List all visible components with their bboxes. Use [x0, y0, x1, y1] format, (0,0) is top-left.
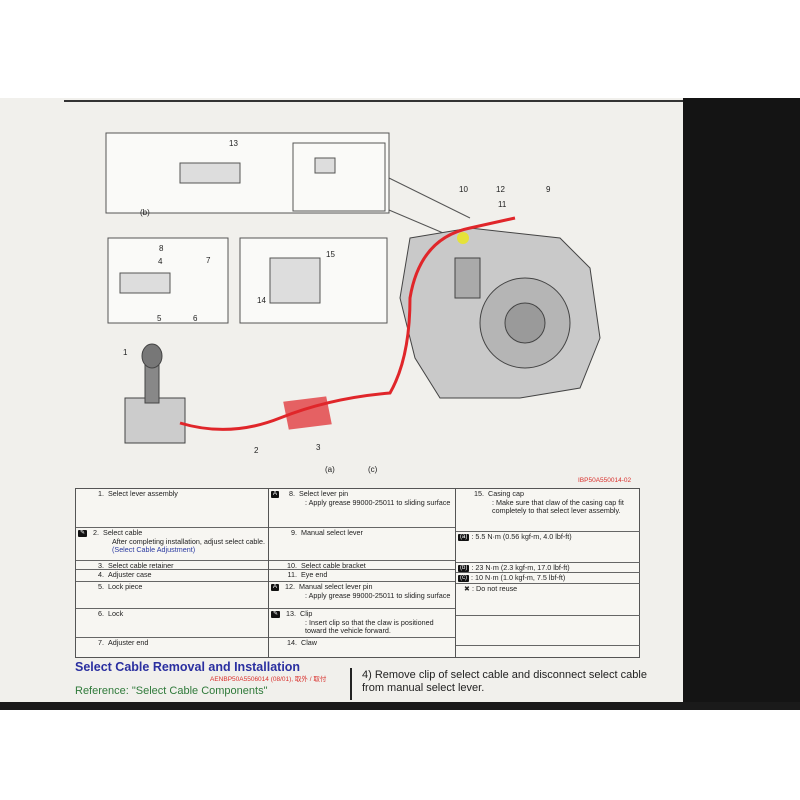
callout: 9: [546, 185, 551, 194]
table-row: [456, 616, 640, 646]
reference-link[interactable]: Reference: "Select Cable Components": [75, 685, 268, 697]
table-row: 11.Eye end: [269, 570, 455, 582]
callout: 8: [159, 244, 164, 253]
callout: 2: [254, 446, 259, 455]
procedure-step: 4) Remove clip of select cable and disco…: [362, 669, 647, 694]
section-title: Select Cable Removal and Installation: [75, 660, 301, 674]
transmission-illustration: [399, 227, 601, 399]
table-row: (c) : 10 N·m (1.0 kgf-m, 7.5 lbf-ft): [456, 573, 640, 584]
monitor-bezel-bottom: [0, 702, 800, 710]
table-row: (a) : 5.5 N·m (0.56 kgf-m, 4.0 lbf-ft): [456, 532, 640, 563]
inset-pin-detail: [292, 142, 386, 212]
column-divider: [350, 668, 352, 700]
other-insets: [119, 157, 336, 304]
bracket-highlight: [457, 232, 469, 244]
section-code: AENBP50A5506014 (08/01), 取外 / 取付: [210, 676, 327, 683]
torque-icon: (a): [458, 533, 470, 541]
callout: 13: [229, 139, 238, 148]
photo-background-bottom: [0, 710, 800, 800]
callout: 3: [316, 443, 321, 452]
monitor-bezel: [683, 98, 800, 702]
table-row: 5.Lock piece: [76, 582, 268, 609]
table-row: 4.Adjuster case: [76, 570, 268, 582]
page-rule: [64, 100, 683, 102]
table-row: 9.Manual select lever: [269, 528, 455, 561]
callout: 14: [257, 296, 266, 305]
table-row: (b) : 23 N·m (2.3 kgf-m, 17.0 lbf-ft): [456, 563, 640, 573]
table-row: ✎13.Clip: Insert clip so that the claw i…: [269, 609, 455, 638]
photo-background: [0, 0, 800, 98]
table-column-3: 15.Casing cap: Make sure that claw of th…: [456, 489, 640, 657]
callout: 7: [206, 256, 211, 265]
edit-icon: ✎: [271, 610, 281, 618]
callout: 1: [123, 348, 128, 357]
torque-icon: (b): [458, 564, 470, 572]
table-row: 15.Casing cap: Make sure that claw of th…: [456, 489, 640, 532]
table-row: 1.Select lever assembly: [76, 489, 268, 528]
callout: 15: [326, 250, 335, 259]
table-row: 3.Select cable retainer: [76, 561, 268, 570]
callout: (a): [325, 465, 335, 474]
callout: (c): [368, 465, 378, 474]
table-row: 7.Adjuster end: [98, 638, 149, 647]
callout: 6: [193, 314, 198, 323]
callout: 4: [158, 257, 163, 266]
select-cable: [179, 216, 516, 431]
callout: (b): [140, 208, 150, 217]
exploded-diagram: [105, 132, 601, 444]
table-row: ✖ : Do not reuse: [456, 584, 640, 616]
table-row: 6.Lock: [76, 609, 268, 638]
callout: 11: [498, 200, 507, 209]
select-cable-adjustment-link[interactable]: (Select Cable Adjustment): [112, 545, 196, 554]
callout: 12: [496, 185, 505, 194]
callout: 5: [157, 314, 162, 323]
grease-icon: A: [271, 490, 280, 498]
table-row: 10.Select cable bracket: [269, 561, 455, 570]
table-row: 14.Claw: [287, 638, 317, 647]
callout: 10: [459, 185, 468, 194]
shift-lever-illustration: [124, 343, 186, 444]
edit-icon: ✎: [78, 529, 88, 537]
do-not-reuse-icon: ✖: [464, 584, 471, 593]
torque-icon: (c): [458, 574, 469, 582]
figure-code: IBP50A550014-02: [578, 477, 632, 484]
grease-icon: A: [271, 583, 280, 591]
